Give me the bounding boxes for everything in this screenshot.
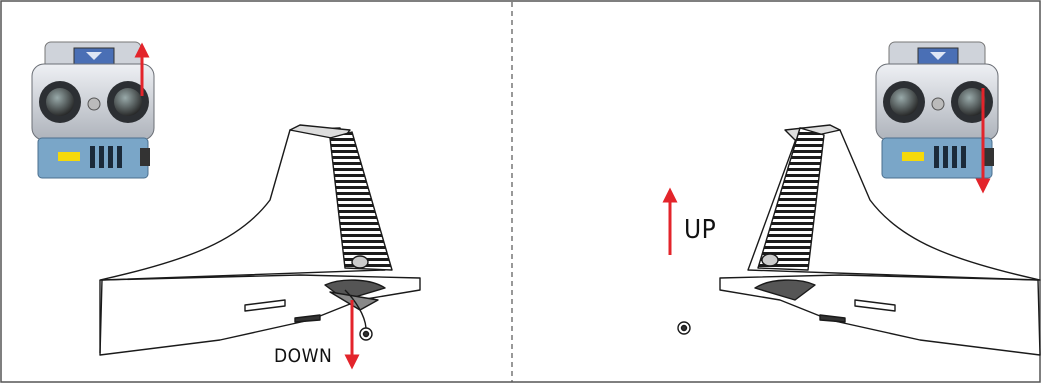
- transmitter-right: [876, 42, 998, 178]
- down-label: DOWN: [274, 345, 332, 367]
- transmitter-left: [32, 42, 154, 178]
- up-label: UP: [684, 215, 716, 245]
